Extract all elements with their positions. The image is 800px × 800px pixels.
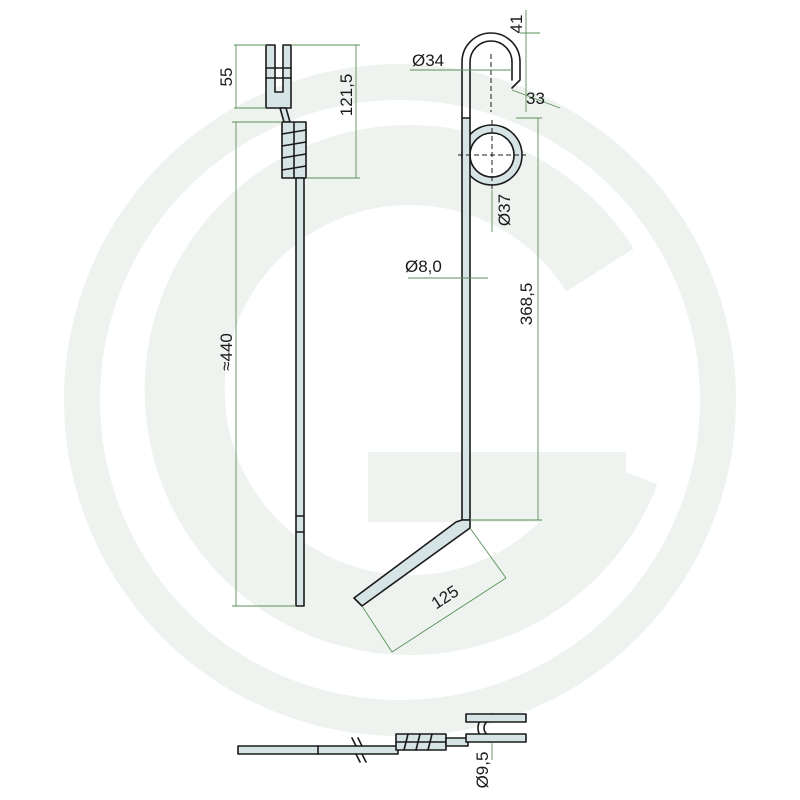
coil-span-label: 121,5 bbox=[337, 74, 356, 117]
dimension-lines-right bbox=[361, 10, 561, 653]
total-length-label: ≈440 bbox=[217, 333, 236, 371]
wire-diameter-label: Ø8,0 bbox=[405, 257, 442, 276]
shank-length-label: 368,5 bbox=[517, 283, 536, 326]
coil-diameter-label: Ø37 bbox=[495, 194, 514, 226]
side-view-tine bbox=[265, 44, 307, 607]
eye-bore-label: Ø9,5 bbox=[473, 752, 492, 789]
center-axis-lines bbox=[458, 54, 526, 190]
hook-offset-label: 33 bbox=[526, 89, 545, 108]
top-view-tine bbox=[237, 713, 527, 763]
hook-diameter-label: Ø34 bbox=[412, 51, 444, 70]
eye-height-label: 55 bbox=[217, 68, 236, 87]
hook-height-label: 41 bbox=[507, 15, 526, 34]
dimension-lines-left bbox=[232, 44, 360, 607]
granit-logo-watermark-icon bbox=[64, 64, 736, 736]
